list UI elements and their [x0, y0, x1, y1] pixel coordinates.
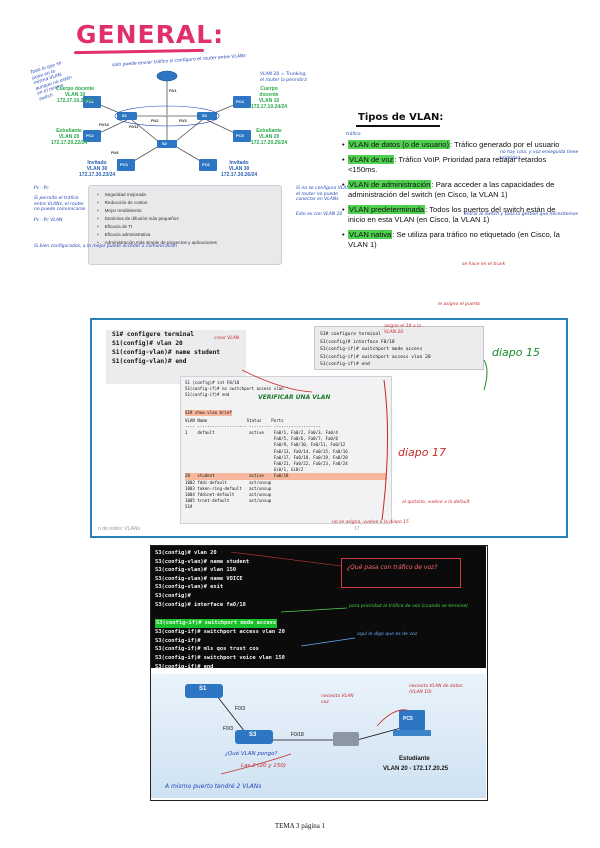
slide2-annotations	[92, 320, 570, 540]
vlan-type-term: VLAN predeterminada	[348, 205, 425, 214]
slide-number: 17	[354, 526, 360, 532]
s3-label: S3	[249, 732, 256, 738]
note-native: se hace en el trunk	[462, 262, 582, 268]
port-label: F0/3	[223, 726, 233, 732]
vlan-label: VLAN 20 - 172.17.20.25	[383, 766, 448, 772]
switch-s2-label: S2	[162, 141, 167, 147]
group-label: EstudianteVLAN 20172.17.20.22/24	[51, 128, 87, 146]
slide-voice-vlan: S3(config)# vlan 20 S3(config-vlan)# nam…	[150, 545, 488, 801]
vlan-type-term: VLAN nativa	[348, 230, 392, 239]
benefits-list: Seguridad mejorada Reducción de costos M…	[88, 185, 282, 265]
vlan-type-term: VLAN de administración	[348, 180, 431, 189]
diagram-question: ¿Qué VLAN pongo?	[225, 752, 285, 758]
note-pc: Pc - Pc	[34, 186, 84, 192]
group-label: InvitadoVLAN 30172.17.30.26/24	[221, 160, 257, 178]
benefit-item: Reducción de costos	[97, 199, 281, 207]
diagram-bottom-note: A mismo puerto tendré 2 VLANs	[165, 784, 285, 790]
student-label: Estudiante	[399, 756, 430, 762]
port-f02: F0/2	[151, 118, 159, 124]
benefit-item: Dominios de difusión más pequeños	[97, 215, 281, 223]
pc5-label: PC5	[403, 716, 413, 722]
pc5-label: PC5	[236, 133, 244, 139]
switch-s3-label: S3	[202, 113, 207, 119]
network-topology: R1 S1 S2 S3 PC1 PC2 PC3 PC4 PC5 PC6 F0/1…	[55, 60, 285, 180]
note-topo-right: VLAN 20 = Trunking, el router la permiti…	[260, 72, 310, 83]
note-vlan-datos: necesita VLAN de datos (VLAN 10)	[409, 684, 473, 695]
slide-vlan-config: S1# configure terminal S1(config)# vlan …	[90, 318, 568, 538]
voice-vlan-diagram: S1 S3 F0/3 F0/3 F0/18 PC5 Estudiante VLA…	[151, 674, 486, 798]
s1-label: S1	[199, 686, 206, 692]
pc3-label: PC3	[120, 162, 128, 168]
slide3-annotations	[151, 546, 486, 668]
pc2-label: PC2	[86, 133, 94, 139]
note-vlan-voz: necesita VLAN voz	[321, 694, 357, 705]
note-admin: entrar al switch y toda la gestión que n…	[464, 212, 584, 218]
port-f01: F0/1	[169, 88, 177, 94]
vlan-types-underline	[356, 125, 440, 127]
slide-caption: n de redes: VLANs	[98, 526, 140, 532]
port-f03: F0/3	[179, 118, 187, 124]
vlan-types-heading: Tipos de VLAN:	[358, 112, 443, 123]
note-port: le asigno el puerto	[438, 302, 482, 308]
benefit-item: Mejor rendimiento	[97, 207, 281, 215]
note-left-side: Si permito el tráfico entre VLANs, el ro…	[34, 196, 86, 213]
diagram-answer: Las 2 (20 y 150)	[241, 764, 291, 770]
benefit-item: Eficacia administrativa	[97, 231, 281, 239]
port-label: F0/3	[235, 706, 245, 712]
vlan-type-item: VLAN de administración: Para acceder a l…	[342, 180, 574, 200]
page-title: GENERAL:	[76, 20, 224, 49]
switch-s1-label: S1	[122, 113, 127, 119]
vlan-type-item: VLAN de datos (o de usuario): Tráfico ge…	[342, 140, 574, 150]
port-f018: F0/18	[99, 122, 109, 128]
note-pc-vlan: Pc - Pc VLAN	[34, 218, 84, 224]
note-trafico: tráfico	[346, 132, 361, 138]
port-f06: F0/6	[111, 150, 119, 156]
page-footer: TEMA 3 página 1	[0, 822, 600, 830]
pc4-label: PC4	[236, 99, 244, 105]
note-voz: no hay cola, y voz enseguida tiene prior…	[500, 150, 580, 161]
vlan-type-item: VLAN nativa: Se utiliza para tráfico no …	[342, 230, 574, 250]
vlan-type-term: VLAN de voz	[348, 155, 394, 164]
benefit-item: Eficacia de TI	[97, 223, 281, 231]
pc6-label: PC6	[202, 162, 210, 168]
vlan-type-term: VLAN de datos (o de usuario)	[348, 140, 450, 149]
port-label: F0/18	[291, 732, 304, 738]
title-underline	[74, 49, 204, 54]
benefit-item: Seguridad mejorada	[97, 191, 281, 199]
port-f011: F0/11	[129, 124, 139, 130]
note-bottom-blue: Si bien configurados, a lo mejor puede a…	[34, 244, 264, 250]
vlan-type-text: : Tráfico generado por el usuario	[450, 140, 559, 149]
